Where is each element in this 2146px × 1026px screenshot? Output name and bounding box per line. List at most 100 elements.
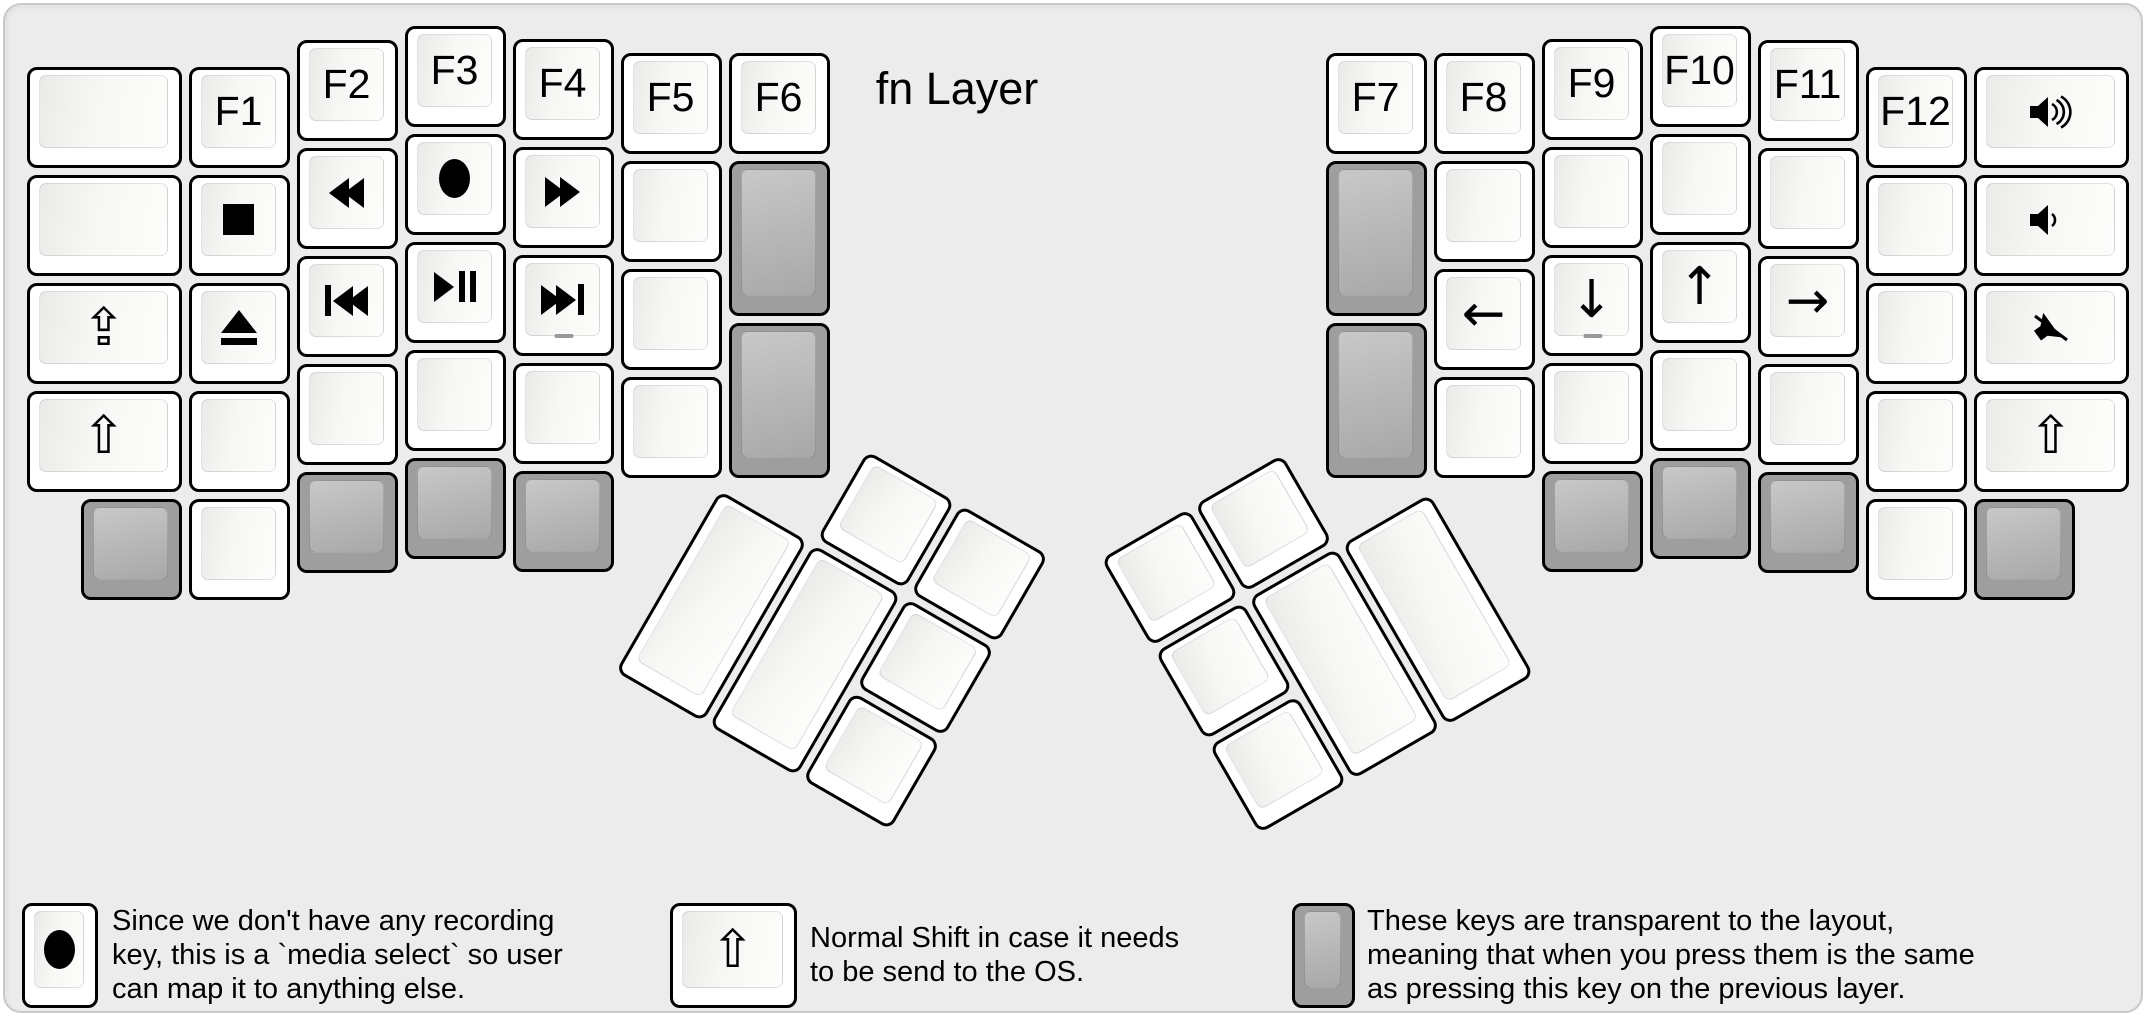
keycap xyxy=(633,169,708,242)
keycap xyxy=(309,156,384,229)
rewind-icon xyxy=(329,177,364,208)
key-blank[interactable] xyxy=(513,363,614,464)
key-transparent[interactable] xyxy=(81,499,182,600)
key-blank[interactable] xyxy=(1866,283,1967,384)
keycap xyxy=(1878,507,1953,580)
key-f11[interactable]: F11 xyxy=(1758,40,1859,141)
key-blank[interactable] xyxy=(1758,364,1859,465)
key-prev-track[interactable] xyxy=(297,256,398,357)
key-transparent[interactable] xyxy=(405,458,506,559)
key-arrow-down[interactable]: ↓ xyxy=(1542,255,1643,356)
keycap xyxy=(1554,479,1629,552)
key-blank[interactable] xyxy=(1866,175,1967,276)
keycap xyxy=(417,358,492,431)
key-shift[interactable]: ⇧ xyxy=(1974,391,2129,492)
keycap xyxy=(201,183,276,256)
key-f3[interactable]: F3 xyxy=(405,26,506,127)
key-blank[interactable] xyxy=(1866,499,1967,600)
key-arrow-up[interactable]: ↑ xyxy=(1650,242,1751,343)
keycap: F1 xyxy=(201,75,276,148)
legend-text-1: Since we don't have any recording key, t… xyxy=(112,905,563,1005)
key-f1[interactable]: F1 xyxy=(189,67,290,168)
key-blank[interactable] xyxy=(621,377,722,478)
keycap xyxy=(1878,291,1953,364)
key-shift[interactable]: ⇧ xyxy=(27,391,182,492)
key-label: F1 xyxy=(214,88,263,134)
key-transparent[interactable] xyxy=(297,472,398,573)
key-f4[interactable]: F4 xyxy=(513,39,614,140)
key-blank[interactable] xyxy=(27,175,182,276)
key-blank[interactable] xyxy=(189,391,290,492)
key-label: F9 xyxy=(1567,60,1616,106)
keycap xyxy=(822,704,925,806)
key-blank[interactable] xyxy=(1434,161,1535,262)
keycap xyxy=(525,155,600,228)
key-transparent[interactable] xyxy=(729,323,830,478)
key-caps-lock[interactable]: ⇪ xyxy=(27,283,182,384)
key-stop[interactable] xyxy=(189,175,290,276)
prev-track-icon xyxy=(325,285,368,316)
key-transparent[interactable] xyxy=(1326,323,1427,478)
key-f6[interactable]: F6 xyxy=(729,53,830,154)
key-mute[interactable] xyxy=(1974,283,2129,384)
key-transparent[interactable] xyxy=(1758,472,1859,573)
key-f5[interactable]: F5 xyxy=(621,53,722,154)
key-label: ⇪ xyxy=(81,297,126,358)
key-blank[interactable] xyxy=(621,269,722,370)
homing-bar xyxy=(1583,334,1602,338)
key-fast-forward[interactable] xyxy=(513,147,614,248)
key-arrow-right[interactable]: → xyxy=(1758,256,1859,357)
key-rewind[interactable] xyxy=(297,148,398,249)
key-transparent[interactable] xyxy=(1974,499,2075,600)
key-f2[interactable]: F2 xyxy=(297,40,398,141)
key-blank[interactable] xyxy=(1650,350,1751,451)
key-blank[interactable] xyxy=(621,161,722,262)
key-blank[interactable] xyxy=(297,364,398,465)
key-arrow-left[interactable]: ← xyxy=(1434,269,1535,370)
key-blank[interactable] xyxy=(1758,148,1859,249)
key-transparent[interactable] xyxy=(1326,161,1427,316)
key-blank[interactable] xyxy=(1866,391,1967,492)
keycap xyxy=(1662,466,1737,539)
keycap xyxy=(741,331,816,458)
key-f7[interactable]: F7 xyxy=(1326,53,1427,154)
key-blank[interactable] xyxy=(405,350,506,451)
keycap xyxy=(525,371,600,444)
key-record[interactable] xyxy=(405,134,506,235)
key-blank[interactable] xyxy=(1542,147,1643,248)
key-play-pause[interactable] xyxy=(405,242,506,343)
record-icon xyxy=(43,930,75,969)
keycap xyxy=(417,466,492,539)
key-next-track[interactable] xyxy=(513,255,614,356)
key-volume-down[interactable] xyxy=(1974,175,2129,276)
key-blank[interactable] xyxy=(189,499,290,600)
key-transparent[interactable] xyxy=(1542,471,1643,572)
stop-icon xyxy=(223,204,254,235)
keycap xyxy=(1770,156,1845,229)
keycap xyxy=(876,611,979,713)
keycap xyxy=(1446,385,1521,458)
keycap xyxy=(417,142,492,215)
key-blank[interactable] xyxy=(27,67,182,168)
key-f10[interactable]: F10 xyxy=(1650,26,1751,127)
keycap xyxy=(1208,468,1311,570)
key-f8[interactable]: F8 xyxy=(1434,53,1535,154)
key-blank[interactable] xyxy=(1650,134,1751,235)
key-transparent[interactable] xyxy=(729,161,830,316)
key-f12[interactable]: F12 xyxy=(1866,67,1967,168)
keycap xyxy=(1304,911,1341,988)
keycap xyxy=(309,480,384,553)
key-f9[interactable]: F9 xyxy=(1542,39,1643,140)
key-label: ⇧ xyxy=(710,919,755,980)
key-blank[interactable] xyxy=(1542,363,1643,464)
legend-text-3: These keys are transparent to the layout… xyxy=(1367,905,1975,1005)
fast-forward-icon xyxy=(545,176,580,207)
key-transparent[interactable] xyxy=(513,471,614,572)
key-eject[interactable] xyxy=(189,283,290,384)
key-label: F8 xyxy=(1459,74,1508,120)
keyboard-panel: fn Layer Since we don't have any recordi… xyxy=(3,3,2143,1013)
key-blank[interactable] xyxy=(1434,377,1535,478)
key-volume-up[interactable] xyxy=(1974,67,2129,168)
key-transparent[interactable] xyxy=(1650,458,1751,559)
key-label: F12 xyxy=(1880,88,1951,134)
